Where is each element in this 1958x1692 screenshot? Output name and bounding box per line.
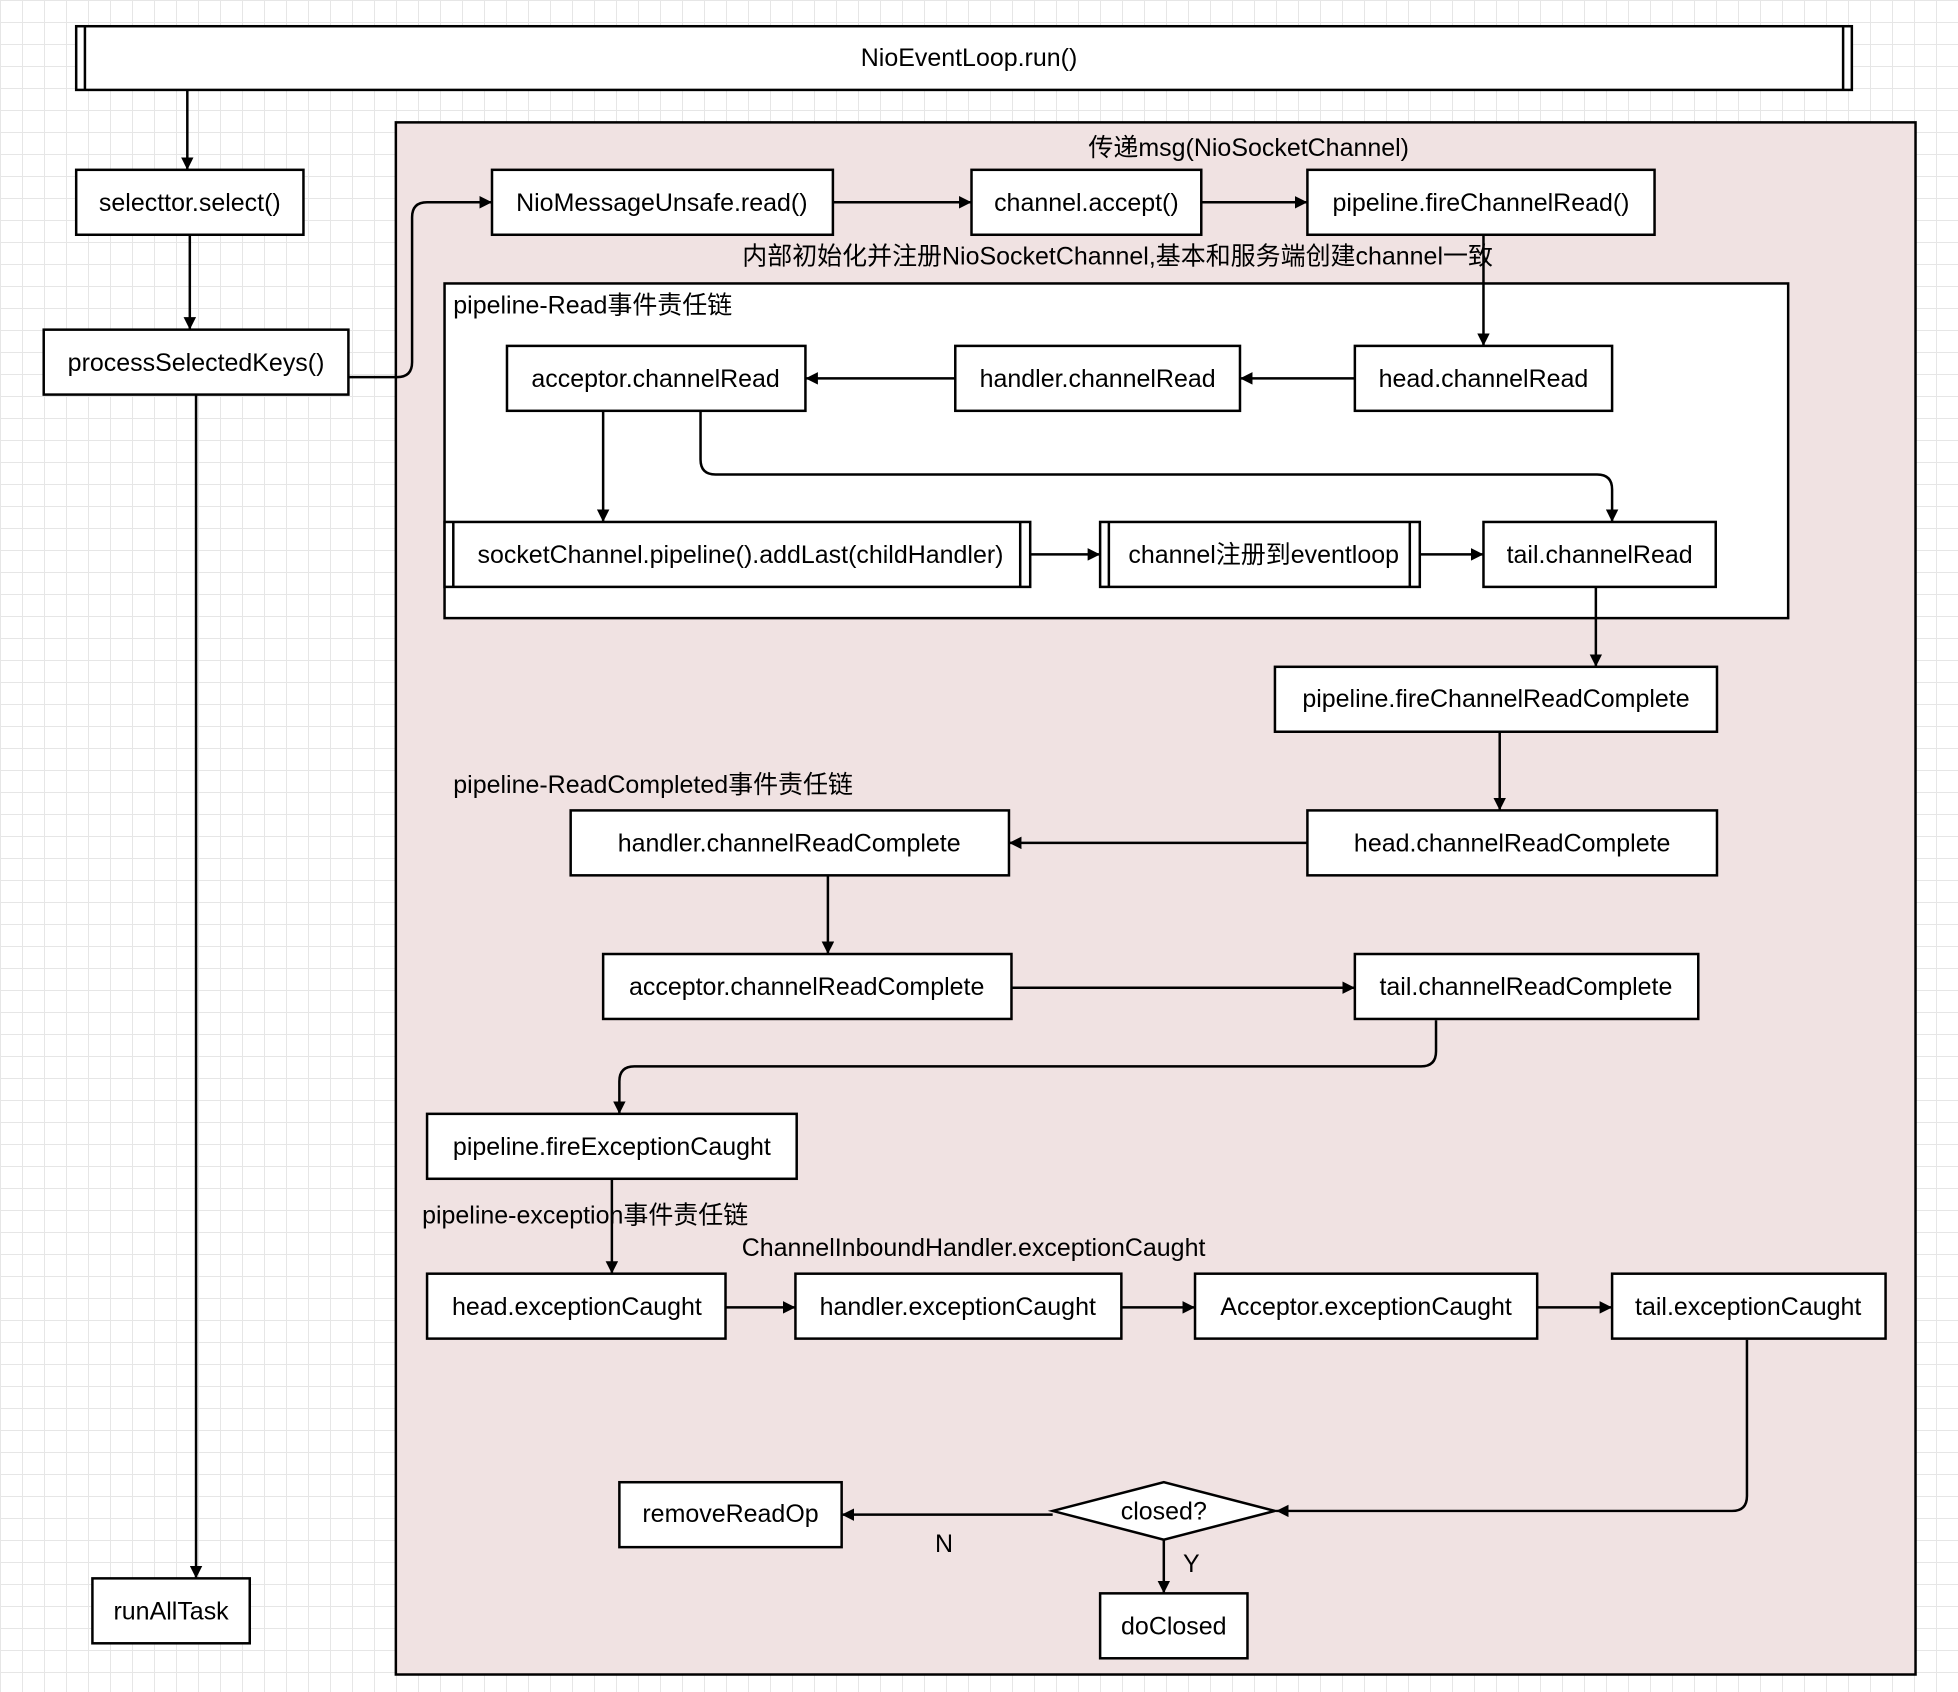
decision-yes-label: Y	[1183, 1550, 1200, 1578]
node-tail-channel-read[interactable]: tail.channelRead	[1482, 520, 1717, 589]
svg-text:pipeline.fireExceptionCaught: pipeline.fireExceptionCaught	[453, 1133, 771, 1161]
decision-no-label: N	[935, 1530, 953, 1558]
node-event-loop-run[interactable]: NioEventLoop.run()	[74, 24, 1854, 92]
node-register-eventloop[interactable]: channel注册到eventloop	[1098, 520, 1422, 589]
node-closed-decision[interactable]: closed?	[1047, 1480, 1280, 1541]
node-handler-exception-caught[interactable]: handler.exceptionCaught	[794, 1272, 1123, 1340]
edge-acceptor-to-tail	[699, 410, 1619, 522]
node-fire-exception-caught[interactable]: pipeline.fireExceptionCaught	[425, 1112, 798, 1181]
svg-text:NioMessageUnsafe.read(): NioMessageUnsafe.read()	[516, 189, 807, 217]
svg-text:tail.channelRead: tail.channelRead	[1507, 541, 1693, 569]
node-head-exception-caught[interactable]: head.exceptionCaught	[425, 1272, 727, 1340]
svg-text:head.channelReadComplete: head.channelReadComplete	[1354, 830, 1671, 858]
node-acceptor-channel-read-complete[interactable]: acceptor.channelReadComplete	[601, 952, 1013, 1021]
node-handler-channel-read-complete[interactable]: handler.channelReadComplete	[569, 809, 1011, 877]
svg-text:acceptor.channelReadComplete: acceptor.channelReadComplete	[629, 973, 984, 1001]
node-do-closed[interactable]: doClosed	[1098, 1592, 1249, 1660]
node-head-channel-read[interactable]: head.channelRead	[1353, 344, 1614, 413]
svg-text:socketChannel.pipeline().addLa: socketChannel.pipeline().addLast(childHa…	[477, 541, 1003, 569]
svg-text:runAllTask: runAllTask	[113, 1598, 229, 1626]
node-tail-channel-read-complete[interactable]: tail.channelReadComplete	[1353, 952, 1700, 1021]
edge-tail-exception-to-decision	[1276, 1339, 1749, 1518]
svg-text:selecttor.select(): selecttor.select()	[99, 189, 281, 217]
svg-text:NioEventLoop.run(): NioEventLoop.run()	[861, 44, 1078, 72]
svg-text:handler.channelReadComplete: handler.channelReadComplete	[618, 830, 961, 858]
svg-text:doClosed: doClosed	[1121, 1613, 1227, 1641]
svg-text:handler.exceptionCaught: handler.exceptionCaught	[820, 1293, 1096, 1321]
container-label: 传递msg(NioSocketChannel)	[1088, 134, 1409, 162]
edge-process-to-unsafe-read	[348, 196, 493, 379]
read-chain-label: pipeline-Read事件责任链	[453, 291, 732, 319]
node-run-all-task[interactable]: runAllTask	[91, 1577, 252, 1645]
svg-text:removeReadOp: removeReadOp	[642, 1500, 818, 1528]
edge-tail-complete-to-fire-exception	[613, 1020, 1438, 1114]
node-process-selected-keys[interactable]: processSelectedKeys()	[42, 328, 350, 396]
node-acceptor-channel-read[interactable]: acceptor.channelRead	[505, 344, 807, 413]
svg-text:channel注册到eventloop: channel注册到eventloop	[1128, 541, 1399, 569]
svg-text:Acceptor.exceptionCaught: Acceptor.exceptionCaught	[1220, 1293, 1512, 1321]
register-note: 内部初始化并注册NioSocketChannel,基本和服务端创建channel…	[742, 243, 1493, 271]
node-handler-channel-read[interactable]: handler.channelRead	[954, 344, 1242, 413]
edges	[181, 89, 1749, 1594]
exception-chain-sublabel: ChannelInboundHandler.exceptionCaught	[742, 1234, 1206, 1262]
node-acceptor-exception-caught[interactable]: Acceptor.exceptionCaught	[1193, 1272, 1539, 1340]
node-fire-channel-read-complete[interactable]: pipeline.fireChannelReadComplete	[1273, 665, 1719, 733]
node-fire-channel-read[interactable]: pipeline.fireChannelRead()	[1306, 168, 1656, 237]
svg-text:pipeline.fireChannelReadComple: pipeline.fireChannelReadComplete	[1302, 685, 1689, 713]
node-head-channel-read-complete[interactable]: head.channelReadComplete	[1306, 809, 1719, 877]
node-tail-exception-caught[interactable]: tail.exceptionCaught	[1610, 1272, 1887, 1340]
svg-text:head.channelRead: head.channelRead	[1379, 365, 1589, 393]
read-complete-chain-label: pipeline-ReadCompleted事件责任链	[453, 771, 853, 799]
svg-text:processSelectedKeys(): processSelectedKeys()	[68, 349, 325, 377]
svg-text:channel.accept(): channel.accept()	[994, 189, 1179, 217]
node-add-child-handler[interactable]: socketChannel.pipeline().addLast(childHa…	[443, 520, 1032, 589]
node-unsafe-read[interactable]: NioMessageUnsafe.read()	[490, 168, 835, 237]
svg-text:head.exceptionCaught: head.exceptionCaught	[452, 1293, 702, 1321]
svg-text:tail.exceptionCaught: tail.exceptionCaught	[1635, 1293, 1861, 1321]
exception-chain-label: pipeline-exception事件责任链	[422, 1202, 748, 1230]
svg-text:handler.channelRead: handler.channelRead	[980, 365, 1216, 393]
svg-text:pipeline.fireChannelRead(): pipeline.fireChannelRead()	[1332, 189, 1629, 217]
svg-text:closed?: closed?	[1121, 1498, 1207, 1526]
node-remove-read-op[interactable]: removeReadOp	[618, 1480, 843, 1549]
svg-text:tail.channelReadComplete: tail.channelReadComplete	[1379, 973, 1672, 1001]
node-selector-select[interactable]: selecttor.select()	[74, 168, 305, 237]
node-channel-accept[interactable]: channel.accept()	[970, 168, 1203, 237]
svg-text:acceptor.channelRead: acceptor.channelRead	[531, 365, 779, 393]
